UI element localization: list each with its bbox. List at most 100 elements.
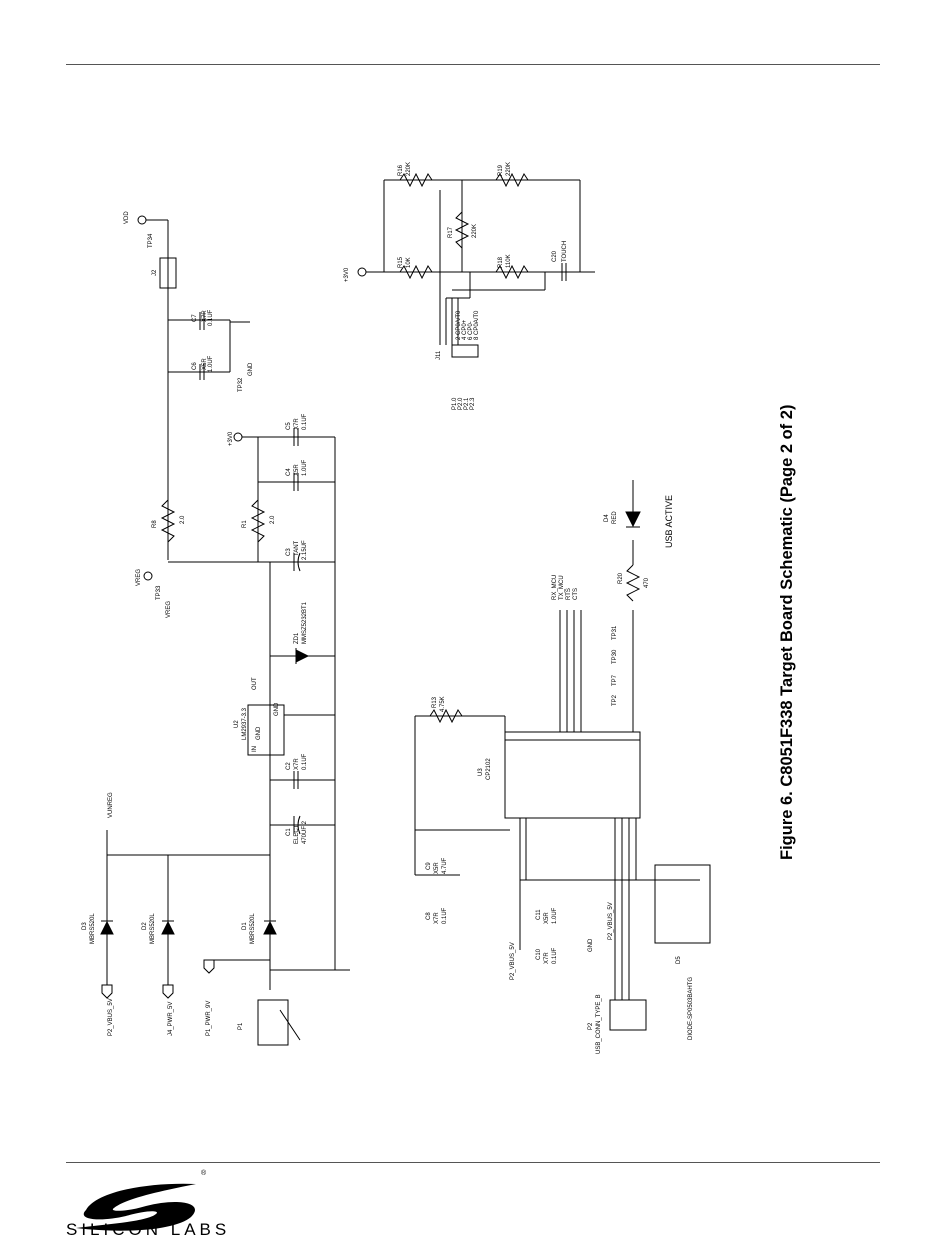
label-c4: C4 — [286, 468, 292, 476]
label-u3: U3 — [478, 768, 484, 776]
label-c9: C9 — [426, 862, 432, 870]
label-j11-pin-2: 4 CP0+ — [462, 319, 468, 340]
label-c9-val: 4.7UF — [442, 857, 448, 874]
label-c10: C10 — [536, 948, 542, 960]
label-c7: C7 — [192, 314, 198, 322]
label-p-pin-4: P2.3 — [470, 397, 476, 410]
label-c1-val: 470UF 2 — [302, 820, 308, 844]
label-vdd: VDD — [124, 211, 130, 224]
label-d2-part: MBRS520L — [150, 913, 156, 944]
header-rule — [66, 64, 880, 65]
label-r19-val: 220K — [506, 162, 512, 176]
label-j4-pwr: J4_PWR_5V — [168, 1002, 174, 1036]
label-c2-val: 0.1UF — [302, 753, 308, 770]
label-vreg-2: VREG — [166, 601, 172, 618]
label-r20-val: 470 — [644, 577, 650, 588]
label-d3: D3 — [82, 922, 88, 930]
label-c1: C1 — [286, 828, 292, 836]
label-j11-pin-1: 2 CP0A/T0 — [456, 310, 462, 340]
label-tp34: TP34 — [148, 233, 154, 248]
label-p-pin-1: P1.0 — [452, 397, 458, 410]
label-r1-val: 2.0 — [270, 515, 276, 524]
label-r18: R18 — [498, 256, 504, 268]
label-usb-active: USB ACTIVE — [664, 495, 674, 548]
label-tp30: TP30 — [612, 649, 618, 664]
label-r17: R17 — [448, 226, 454, 238]
label-c2-type: X7R — [294, 758, 300, 770]
footer-rule — [66, 1162, 880, 1163]
brand-wordmark: SILICON LABS — [66, 1220, 231, 1239]
label-d4: D4 — [604, 514, 610, 522]
label-gnd: GND — [248, 362, 254, 376]
label-p1: P1 — [238, 1022, 244, 1030]
label-r15-val: 10K — [406, 257, 412, 268]
label-p-pin-2: P2.0 — [458, 397, 464, 410]
label-u3-part: CP2102 — [486, 758, 492, 780]
label-c6: C6 — [192, 362, 198, 370]
label-d1-part: MBRS520L — [250, 913, 256, 944]
label-r18-val: 110K — [506, 254, 512, 268]
label-p2-vbus: P2_VBUS_5V — [108, 998, 114, 1036]
label-c8-val: 0.1UF — [442, 907, 448, 924]
label-r16-val: 220K — [406, 162, 412, 176]
label-r1: R1 — [242, 520, 248, 528]
label-c6-type: X5R — [202, 358, 208, 370]
label-u2-pin-3: GND — [256, 726, 262, 740]
label-tp2: TP2 — [612, 694, 618, 706]
label-tp32: TP32 — [238, 377, 244, 392]
silicon-labs-logo — [76, 1183, 196, 1231]
label-u2-pin-1: OUT — [252, 677, 258, 690]
label-r13-val: 4.75K — [440, 696, 446, 712]
label-r17-val: 220K — [472, 224, 478, 238]
label-tp33: TP33 — [156, 585, 162, 600]
label-c3: C3 — [286, 548, 292, 556]
label-p-pin-3: P2.1 — [464, 397, 470, 410]
label-c4-type: X5R — [294, 464, 300, 476]
label-d2: D2 — [142, 922, 148, 930]
label-r19: R19 — [498, 164, 504, 176]
label-c10-val: 0.1UF — [552, 947, 558, 964]
label-c7-type: X7R — [202, 310, 208, 322]
label-gnd-c11: GND — [588, 938, 594, 952]
label-r8-val: 2.0 — [180, 515, 186, 524]
label-c8-type: X7R — [434, 912, 440, 924]
label-c5: C5 — [286, 422, 292, 430]
label-p2-vbus-3: P2_VBUS_5V — [608, 902, 614, 940]
label-c3-type: TANT — [294, 540, 300, 556]
registered-mark: ® — [201, 1170, 207, 1177]
label-c11: C11 — [536, 909, 542, 920]
label-vreg: VREG — [136, 569, 142, 586]
label-c20-val: TOUCH — [562, 241, 568, 262]
label-vunreg: VUNREG — [108, 792, 114, 818]
label-u2-part: LM2937-3.3 — [242, 707, 248, 740]
label-d4-val: RED — [612, 511, 618, 524]
label-d5: D5 — [676, 956, 682, 964]
label-c2: C2 — [286, 762, 292, 770]
label-j11-pin-3: 6 CP0- — [468, 321, 474, 340]
label-d3-part: MBRS520L — [90, 913, 96, 944]
label-j11-pin-4: 8 CP0A/T0 — [474, 310, 480, 340]
label-tp31: TP31 — [612, 625, 618, 640]
label-u2-pin-2: GND — [274, 702, 280, 716]
label-plus3v0-top: +3V0 — [344, 267, 350, 282]
label-signal-cts: CTS — [573, 588, 579, 600]
label-r20: R20 — [618, 572, 624, 584]
label-c1-type: ELECT — [294, 824, 300, 844]
label-r15: R15 — [398, 256, 404, 268]
figure-caption: Figure 6. C8051F338 Target Board Schemat… — [778, 404, 796, 860]
label-signal-tx: TX_MCU — [559, 575, 565, 600]
label-c10-type: X7R — [544, 952, 550, 964]
label-c11-val: 1.0UF — [552, 907, 558, 924]
label-c20: C20 — [552, 250, 558, 262]
label-signal-rts: RTS — [566, 588, 572, 600]
label-c9-type: X5R — [434, 862, 440, 874]
label-c3-val: 2.15UF — [302, 540, 308, 560]
label-plus3v0: +3V0 — [228, 431, 234, 446]
label-p1-pwr: P1_PWR_9V — [206, 1001, 212, 1036]
label-p2-vbus-2: P2_VBUS_5V — [510, 942, 516, 980]
label-d5-part: DIODE-SP0503BAHTG — [688, 977, 694, 1040]
label-c4-val: 1.0UF — [302, 459, 308, 476]
label-zd1: ZD1 — [294, 632, 300, 644]
label-c11-type: X5R — [544, 912, 550, 924]
